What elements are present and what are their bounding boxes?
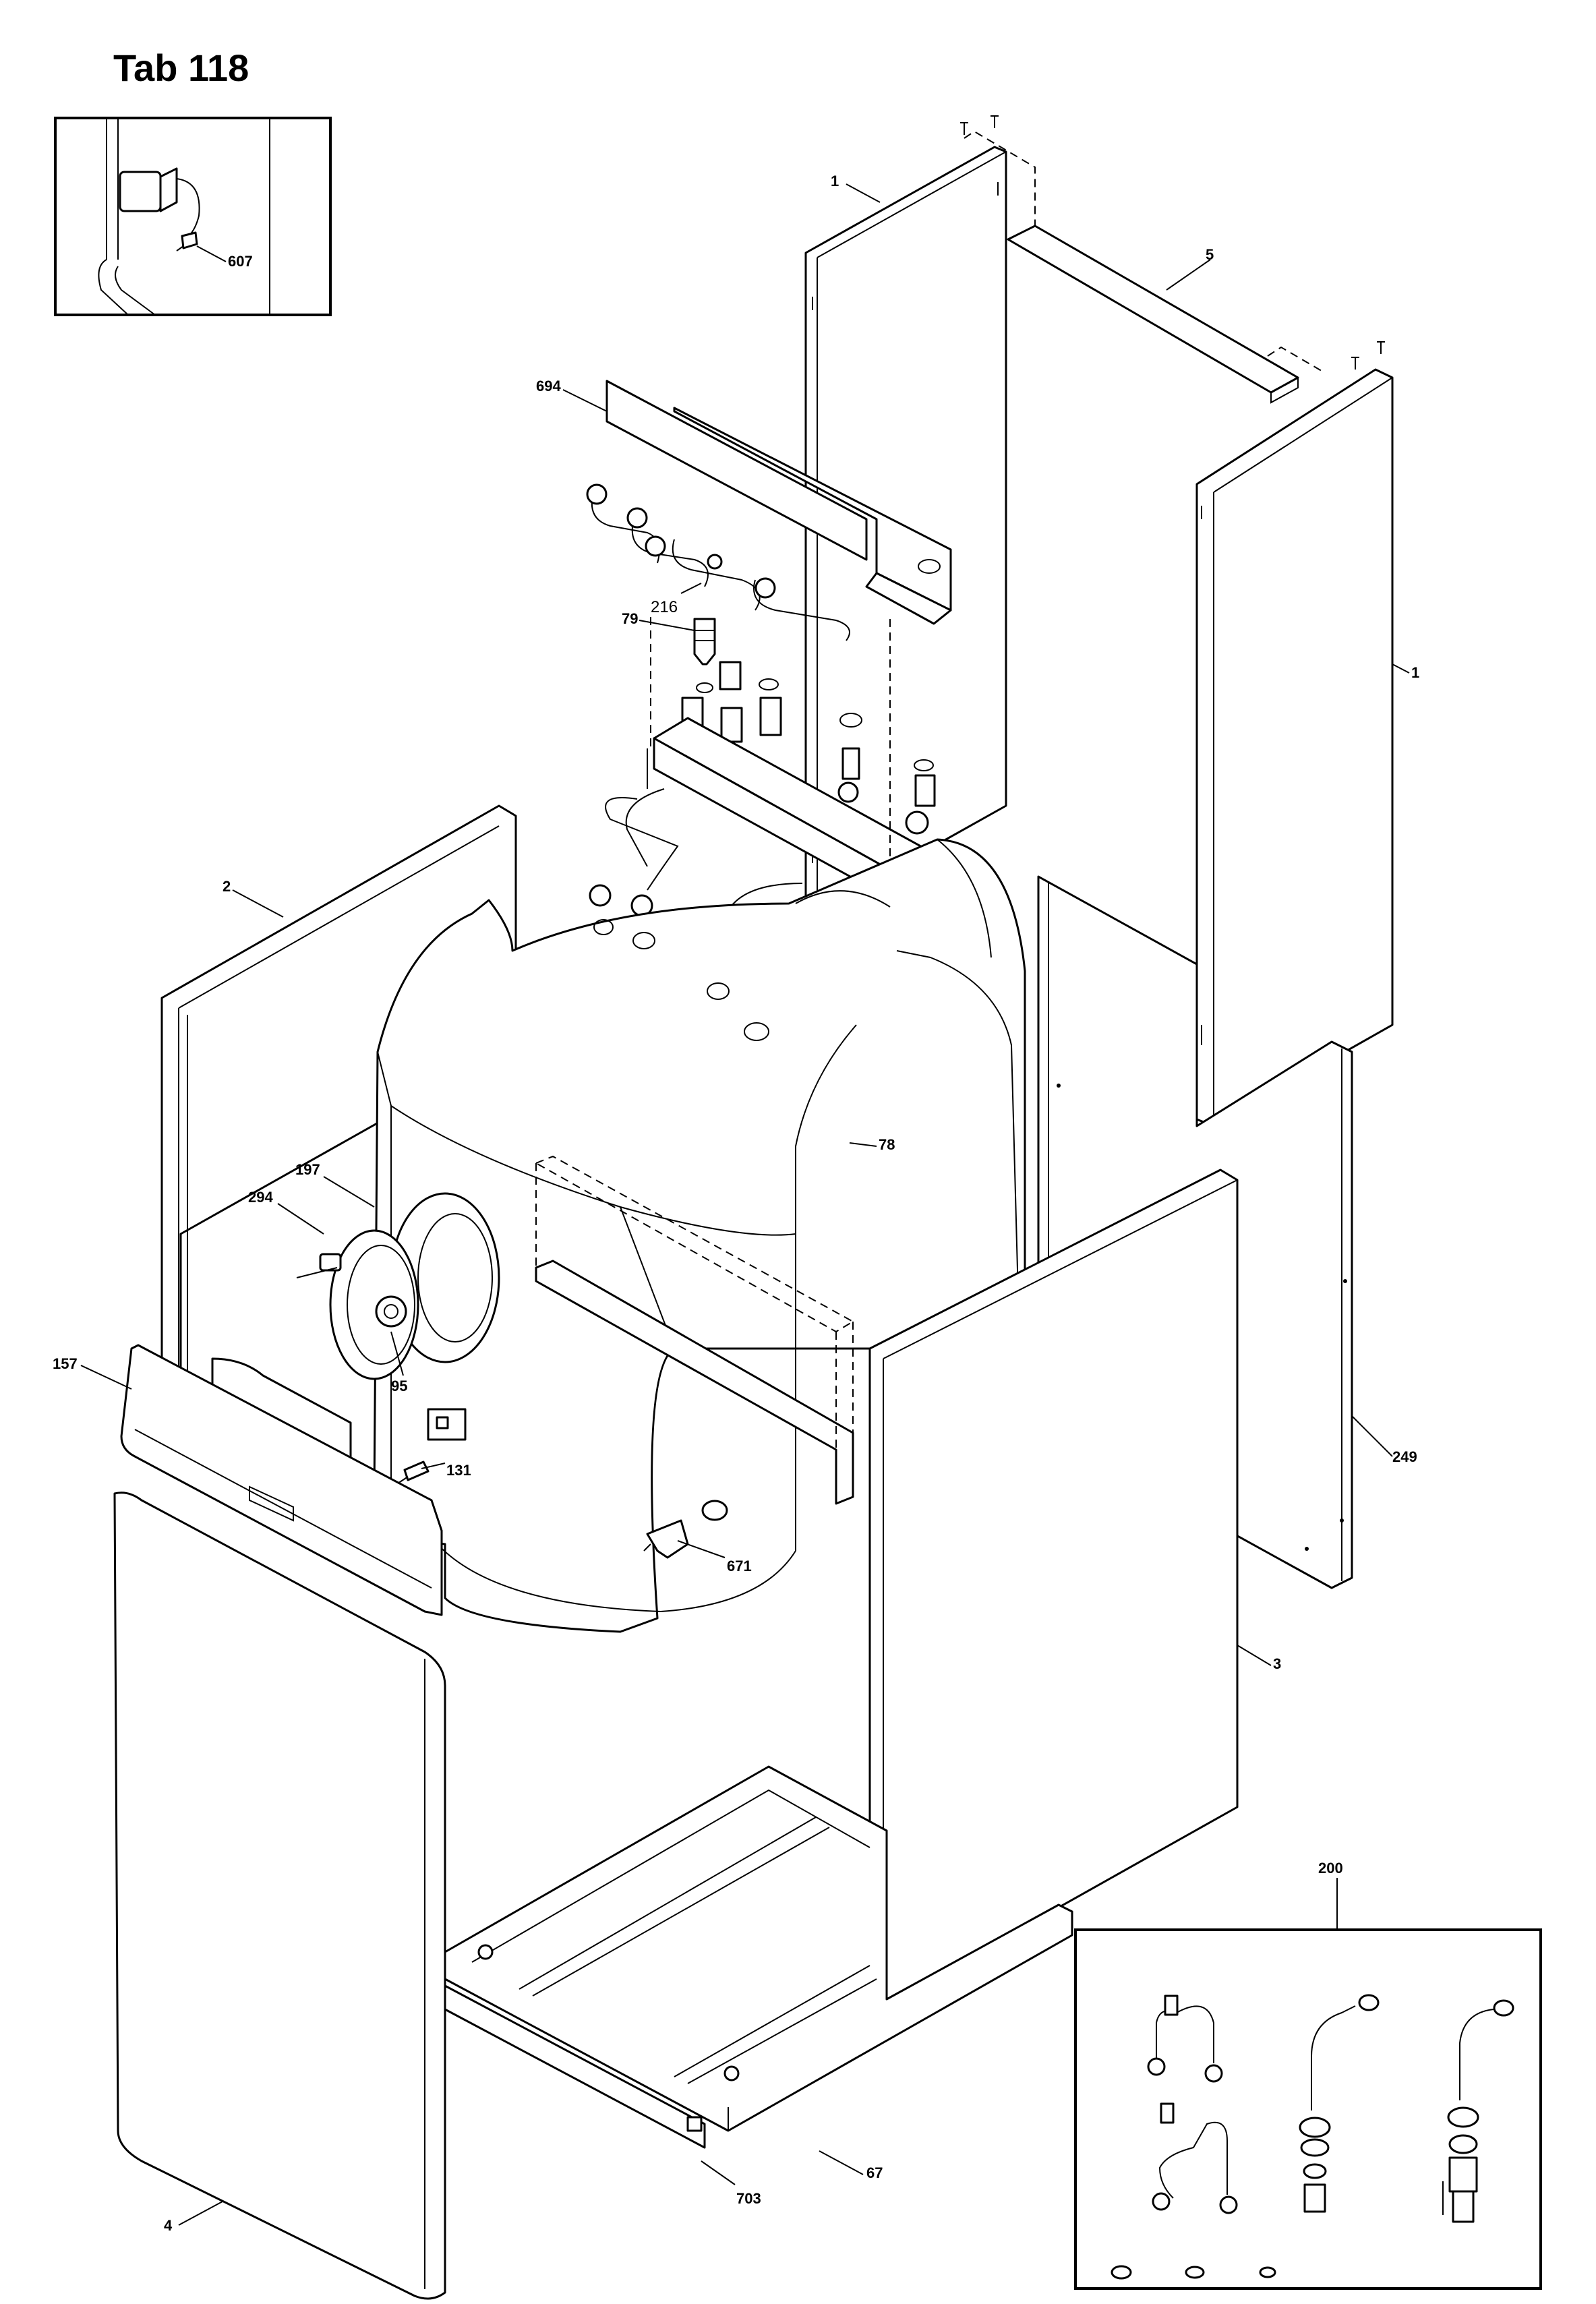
support-bracket (534, 1155, 855, 1505)
label-1-rear: 1 (831, 173, 839, 189)
valve-and-fittings (681, 618, 936, 807)
top-rail (964, 130, 1322, 404)
label-694: 694 (536, 378, 561, 394)
screws (960, 115, 1385, 370)
detail-inset-607 (54, 117, 332, 316)
label-4: 4 (164, 2217, 173, 2234)
label-95: 95 (391, 1378, 407, 1394)
label-1-right: 1 (1411, 664, 1419, 681)
inspection-flange (296, 1192, 500, 1380)
page-title: Tab 118 (113, 47, 249, 89)
label-197: 197 (295, 1161, 320, 1178)
detail-inset-200 (1074, 1878, 1542, 2290)
label-607: 607 (228, 253, 253, 270)
label-200: 200 (1318, 1860, 1343, 1877)
kick-plate-703 (444, 1984, 706, 2149)
label-216: 216 (651, 598, 678, 616)
front-cover-157 (120, 1344, 443, 1616)
front-door-4 (113, 1491, 446, 2300)
label-3: 3 (1273, 1655, 1281, 1672)
label-79: 79 (622, 610, 638, 627)
leader-lines (80, 183, 1410, 2226)
label-703: 703 (736, 2190, 761, 2207)
drain-valve-671 (643, 1500, 728, 1559)
label-2: 2 (223, 878, 231, 895)
label-131: 131 (446, 1462, 471, 1479)
label-249: 249 (1392, 1448, 1417, 1465)
label-67: 67 (866, 2164, 883, 2181)
manifold-bracket (586, 380, 952, 641)
label-671: 671 (727, 1558, 752, 1574)
label-157: 157 (53, 1355, 78, 1372)
label-294: 294 (248, 1189, 273, 1206)
label-78: 78 (879, 1136, 895, 1153)
sensor-131 (397, 1408, 467, 1484)
base-frame-67 (444, 1765, 1073, 2132)
label-5: 5 (1206, 246, 1214, 263)
front-right-side-panel (1195, 368, 1394, 1127)
